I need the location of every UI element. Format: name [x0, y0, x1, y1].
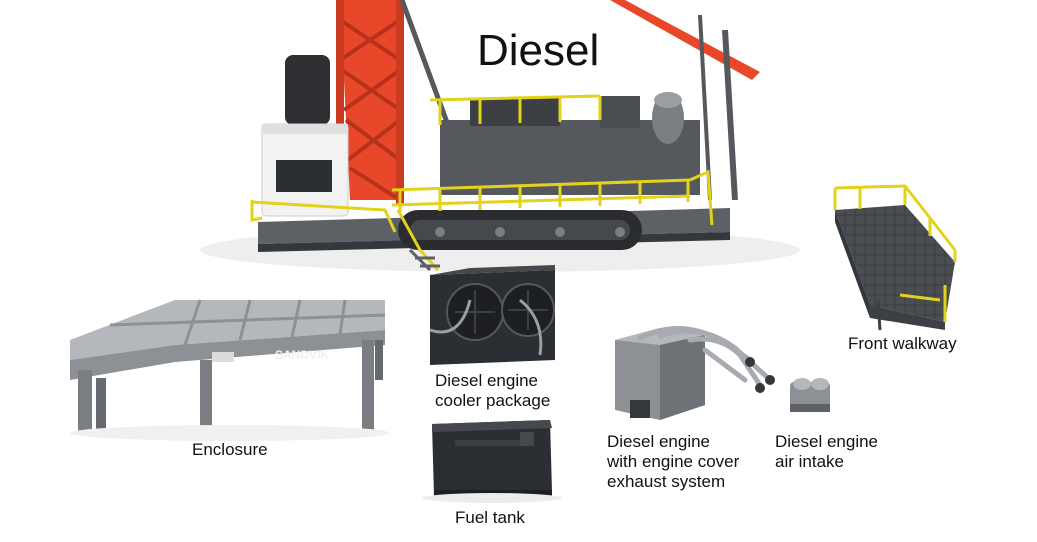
engine-exhaust-part	[615, 326, 775, 420]
label-cooler-package: Diesel engine cooler package	[435, 371, 551, 410]
fuel-tank-part	[432, 420, 552, 498]
cooler-package-part	[429, 265, 555, 365]
page-title: Diesel	[477, 26, 599, 75]
enclosure-brand-text: SANDVIK	[275, 348, 329, 362]
front-walkway-part	[833, 184, 957, 331]
air-intake-part	[790, 378, 830, 412]
rig-operator-cab	[261, 123, 349, 217]
enclosure-part	[70, 299, 386, 435]
rig-mast	[336, 0, 404, 205]
drill-rig	[200, 0, 800, 272]
label-engine-exhaust: Diesel engine with engine cover exhaust …	[607, 432, 740, 491]
label-fuel-tank: Fuel tank	[455, 508, 525, 527]
label-enclosure: Enclosure	[192, 440, 268, 459]
label-air-intake: Diesel engine air intake	[775, 432, 879, 471]
rig-rod-arm	[610, 0, 760, 80]
rig-railing	[250, 94, 714, 272]
label-front-walkway: Front walkway	[848, 334, 957, 353]
